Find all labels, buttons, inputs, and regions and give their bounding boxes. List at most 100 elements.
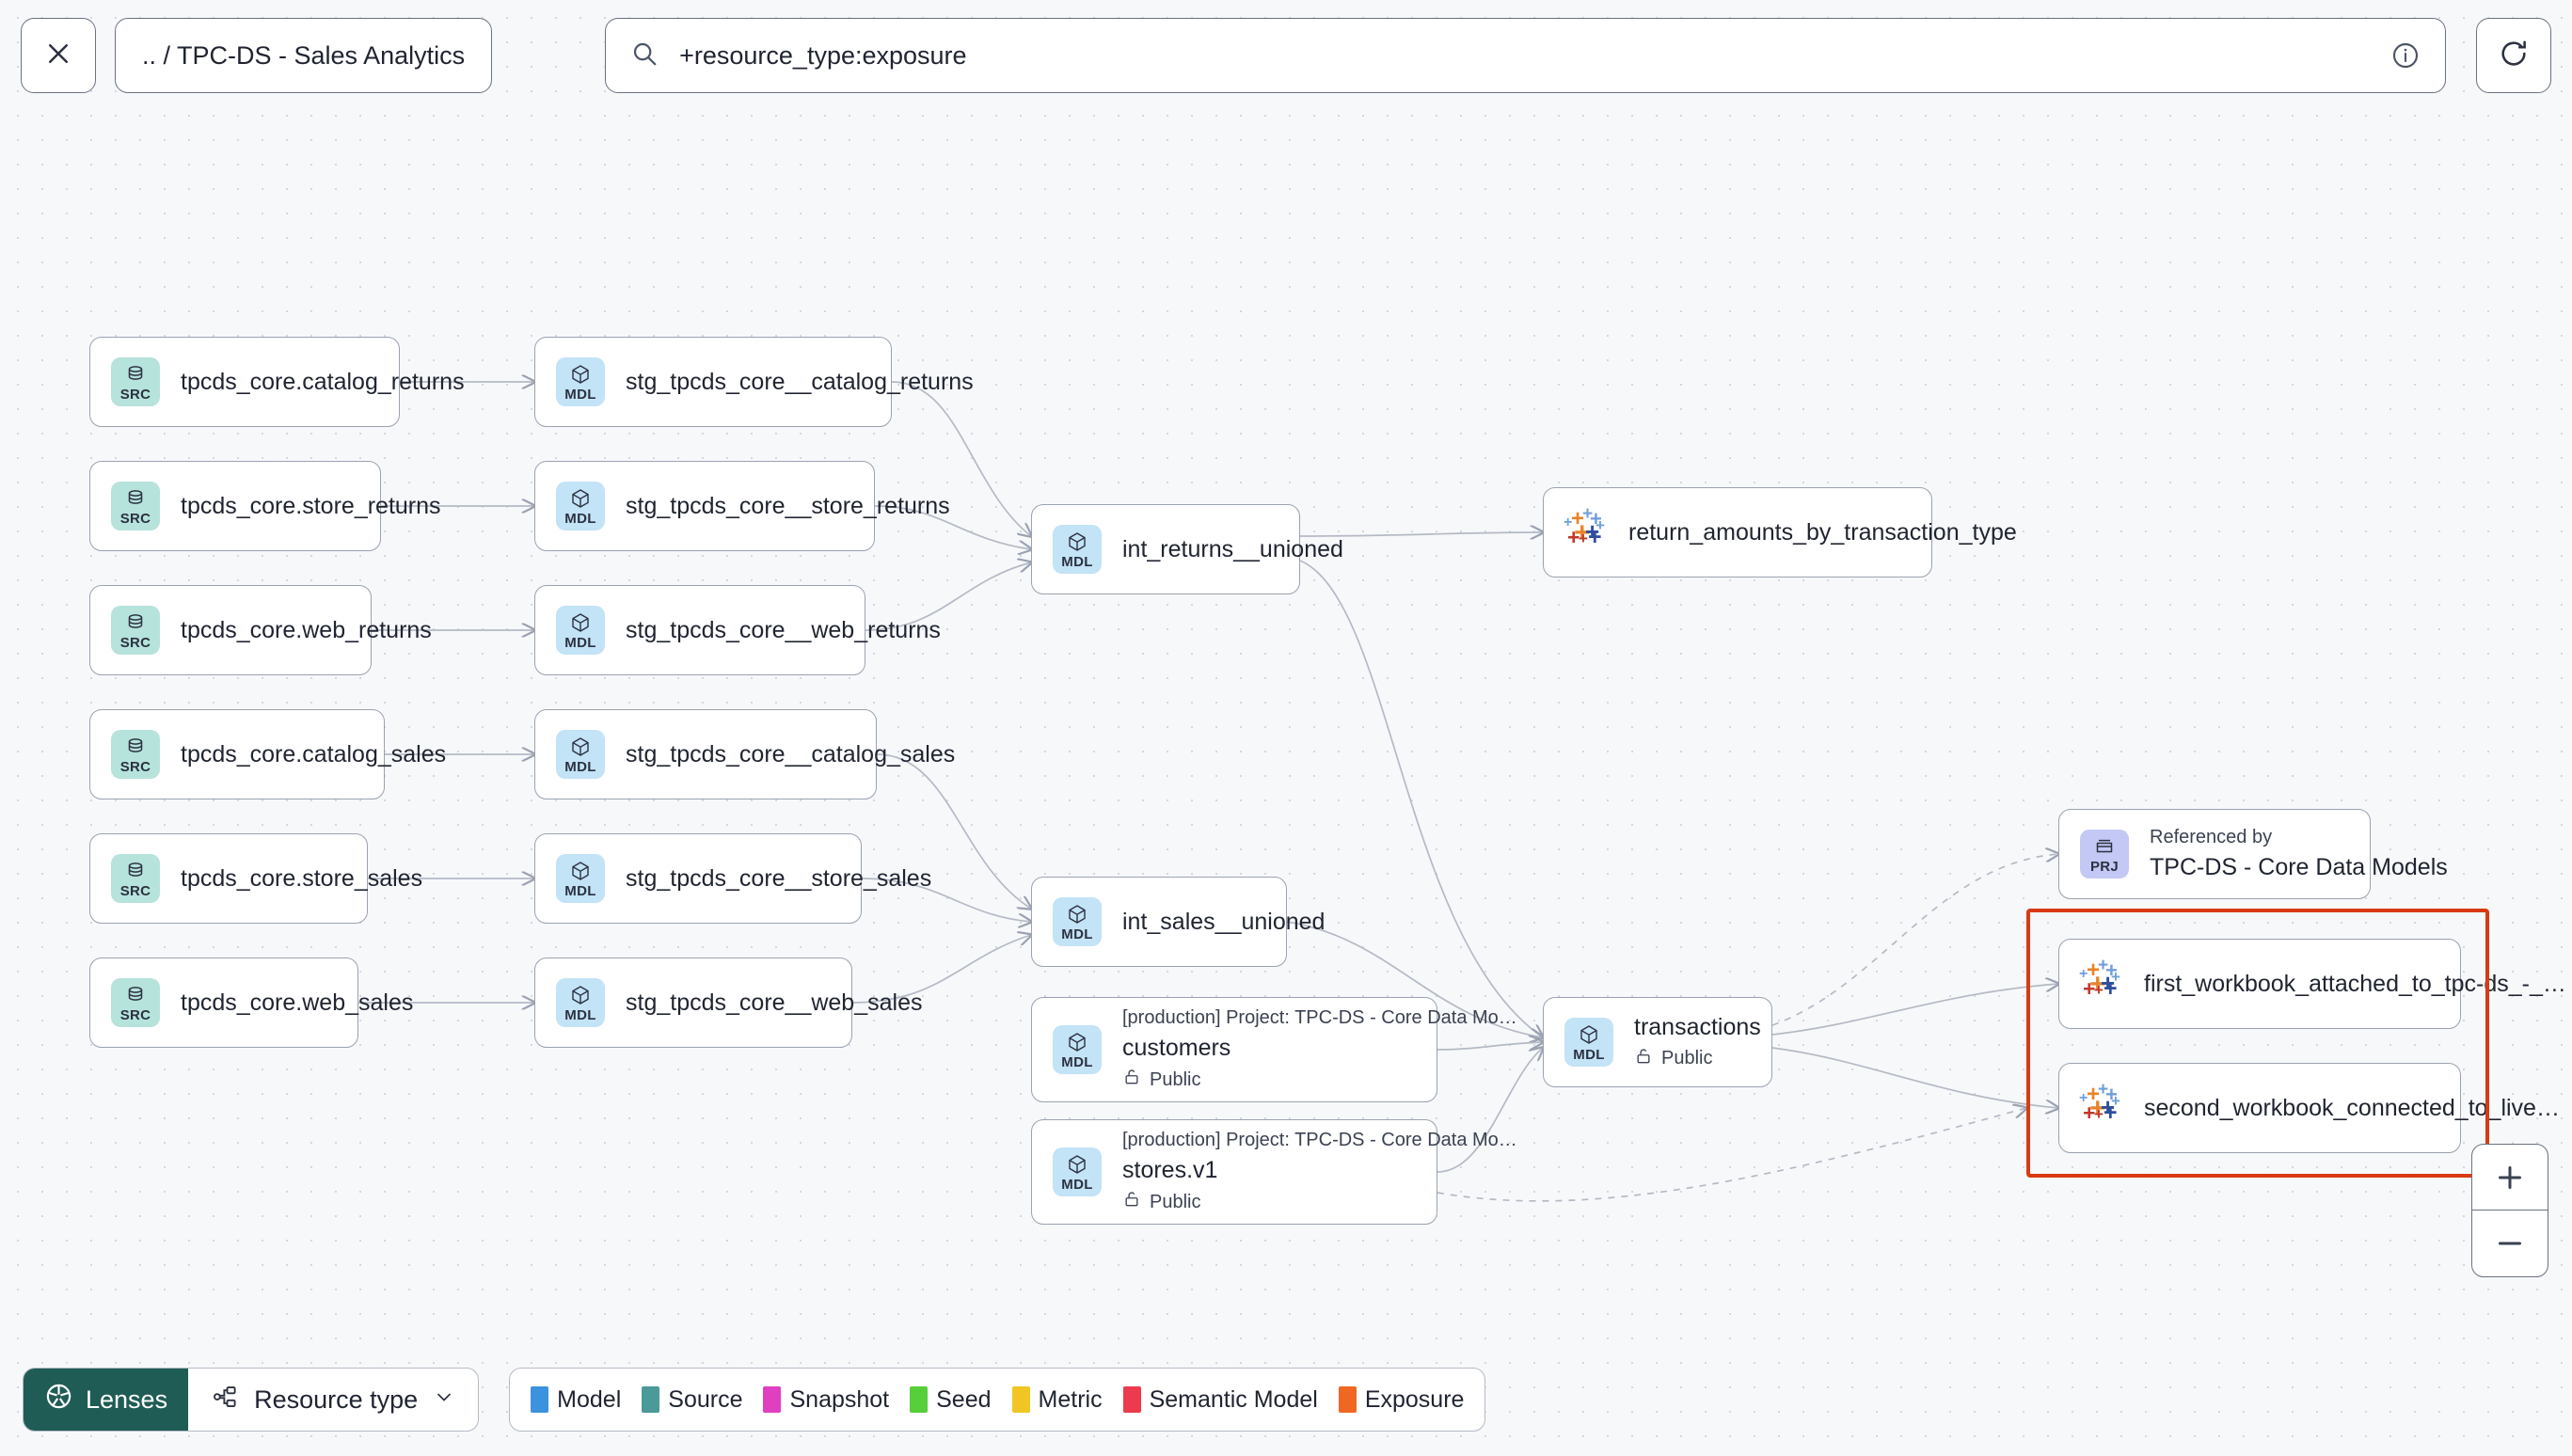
lenses-button[interactable]: Lenses	[24, 1369, 189, 1431]
top-toolbar: .. / TPC-DS - Sales Analytics	[0, 0, 2572, 111]
legend-label: Metric	[1038, 1385, 1103, 1413]
cube-icon	[569, 735, 592, 759]
lineage-node-stg_catalog_sales[interactable]: MDL stg_tpcds_core__catalog_sales	[534, 709, 955, 799]
lens-group: Lenses Resource type	[23, 1368, 480, 1432]
legend-item-seed[interactable]: Seed	[910, 1385, 992, 1414]
resource-type-label: Resource type	[254, 1385, 419, 1414]
src-badge: SRC	[111, 606, 160, 655]
legend-swatch	[1338, 1386, 1357, 1413]
lineage-node-first_workbook[interactable]: ++++++++++first_workbook_attached_to_tpc…	[2058, 939, 2566, 1029]
database-icon	[124, 735, 147, 759]
search-icon	[630, 40, 659, 72]
mdl-badge: MDL	[556, 482, 605, 530]
cube-icon	[1578, 1022, 1600, 1047]
nodes-icon	[211, 1383, 239, 1417]
cube-icon	[569, 859, 592, 883]
legend-swatch	[763, 1386, 782, 1413]
unlock-icon	[1122, 1190, 1141, 1214]
chevron-down-icon	[433, 1385, 455, 1415]
legend-item-metric[interactable]: Metric	[1011, 1385, 1103, 1414]
tableau-exposure-icon: ++++++++++	[2079, 1080, 2120, 1126]
prj-badge: PRJ	[2080, 830, 2129, 878]
lineage-node-src_web_sales[interactable]: SRC tpcds_core.web_sales	[89, 957, 413, 1048]
mdl-badge: MDL	[1564, 1018, 1613, 1067]
search-bar[interactable]	[605, 18, 2446, 93]
lineage-node-src_catalog_sales[interactable]: SRC tpcds_core.catalog_sales	[89, 709, 446, 799]
mdl-badge: MDL	[1053, 897, 1102, 946]
lineage-node-stores_v1[interactable]: MDL [production] Project: TPC-DS - Core D…	[1031, 1119, 1517, 1225]
src-badge: SRC	[111, 482, 160, 530]
lineage-node-src_store_returns[interactable]: SRC tpcds_core.store_returns	[89, 461, 441, 551]
mdl-badge: MDL	[556, 978, 605, 1027]
lineage-node-stg_store_returns[interactable]: MDL stg_tpcds_core__store_returns	[534, 461, 950, 551]
legend-swatch	[1011, 1386, 1030, 1413]
node-label: stg_tpcds_core__store_returns	[626, 492, 950, 519]
mdl-badge: MDL	[556, 730, 605, 779]
close-button[interactable]	[21, 18, 96, 93]
node-label: tpcds_core.store_returns	[181, 492, 441, 519]
resource-type-dropdown[interactable]: Resource type	[188, 1369, 478, 1431]
node-label: transactions	[1634, 1013, 1761, 1040]
src-badge: SRC	[111, 978, 160, 1027]
lineage-node-int_returns_unioned[interactable]: MDL int_returns__unioned	[1031, 504, 1343, 594]
unlock-icon	[1634, 1047, 1653, 1071]
cube-icon	[1066, 902, 1088, 926]
aperture-icon	[44, 1382, 73, 1417]
node-label: stg_tpcds_core__web_returns	[626, 616, 941, 643]
node-label: int_returns__unioned	[1122, 535, 1343, 562]
legend-label: Seed	[936, 1385, 992, 1413]
legend-item-semantic-model[interactable]: Semantic Model	[1122, 1386, 1318, 1414]
database-icon	[124, 983, 147, 1007]
legend-item-snapshot[interactable]: Snapshot	[763, 1386, 889, 1414]
cube-icon	[569, 610, 592, 635]
node-label: tpcds_core.store_sales	[181, 864, 423, 892]
legend-item-source[interactable]: Source	[642, 1386, 742, 1414]
bottom-toolbar: Lenses Resource type	[23, 1368, 1486, 1432]
refresh-button[interactable]	[2476, 18, 2551, 93]
zoom-out-button[interactable]	[2472, 1211, 2548, 1276]
lineage-node-return_amounts[interactable]: ++++++++++return_amounts_by_transaction_…	[1543, 487, 2017, 578]
legend-item-exposure[interactable]: Exposure	[1338, 1385, 1465, 1414]
node-access-badge: Public	[1122, 1068, 1416, 1092]
breadcrumb[interactable]: .. / TPC-DS - Sales Analytics	[115, 18, 493, 93]
mdl-badge: MDL	[1053, 1025, 1102, 1074]
database-icon	[124, 362, 147, 387]
node-label: tpcds_core.web_sales	[181, 989, 414, 1016]
node-label: tpcds_core.catalog_sales	[181, 740, 447, 768]
zoom-in-button[interactable]	[2472, 1145, 2548, 1211]
legend: Model Source Snapshot Seed Metric Semantic Mo…	[509, 1368, 1486, 1432]
lineage-node-stg_web_returns[interactable]: MDL stg_tpcds_core__web_returns	[534, 585, 941, 675]
node-project-label: [production] Project: TPC-DS - Core Data…	[1122, 1130, 1517, 1150]
legend-swatch	[642, 1386, 660, 1413]
zoom-controls[interactable]	[2471, 1144, 2548, 1277]
node-label: stg_tpcds_core__catalog_sales	[626, 740, 956, 768]
node-reference-label: Referenced by	[2150, 827, 2273, 847]
node-label: tpcds_core.catalog_returns	[181, 368, 465, 395]
legend-label: Snapshot	[789, 1385, 890, 1413]
legend-label: Exposure	[1364, 1385, 1465, 1413]
legend-item-model[interactable]: Model	[531, 1386, 621, 1414]
lineage-node-second_workbook[interactable]: ++++++++++second_workbook_connected_to_l…	[2058, 1063, 2560, 1153]
info-icon[interactable]	[2390, 40, 2421, 71]
mdl-badge: MDL	[1053, 1147, 1102, 1196]
node-access-badge: Public	[1122, 1190, 1416, 1214]
search-input[interactable]	[679, 40, 2370, 71]
legend-swatch	[1122, 1386, 1141, 1413]
cube-icon	[1066, 1030, 1088, 1054]
mdl-badge: MDL	[556, 606, 605, 655]
mdl-badge: MDL	[1053, 525, 1102, 574]
src-badge: SRC	[111, 730, 160, 779]
lineage-edges	[358, 111, 2572, 1202]
lineage-node-customers[interactable]: MDL [production] Project: TPC-DS - Core D…	[1031, 997, 1517, 1102]
node-project-label: [production] Project: TPC-DS - Core Data…	[1122, 1007, 1517, 1028]
